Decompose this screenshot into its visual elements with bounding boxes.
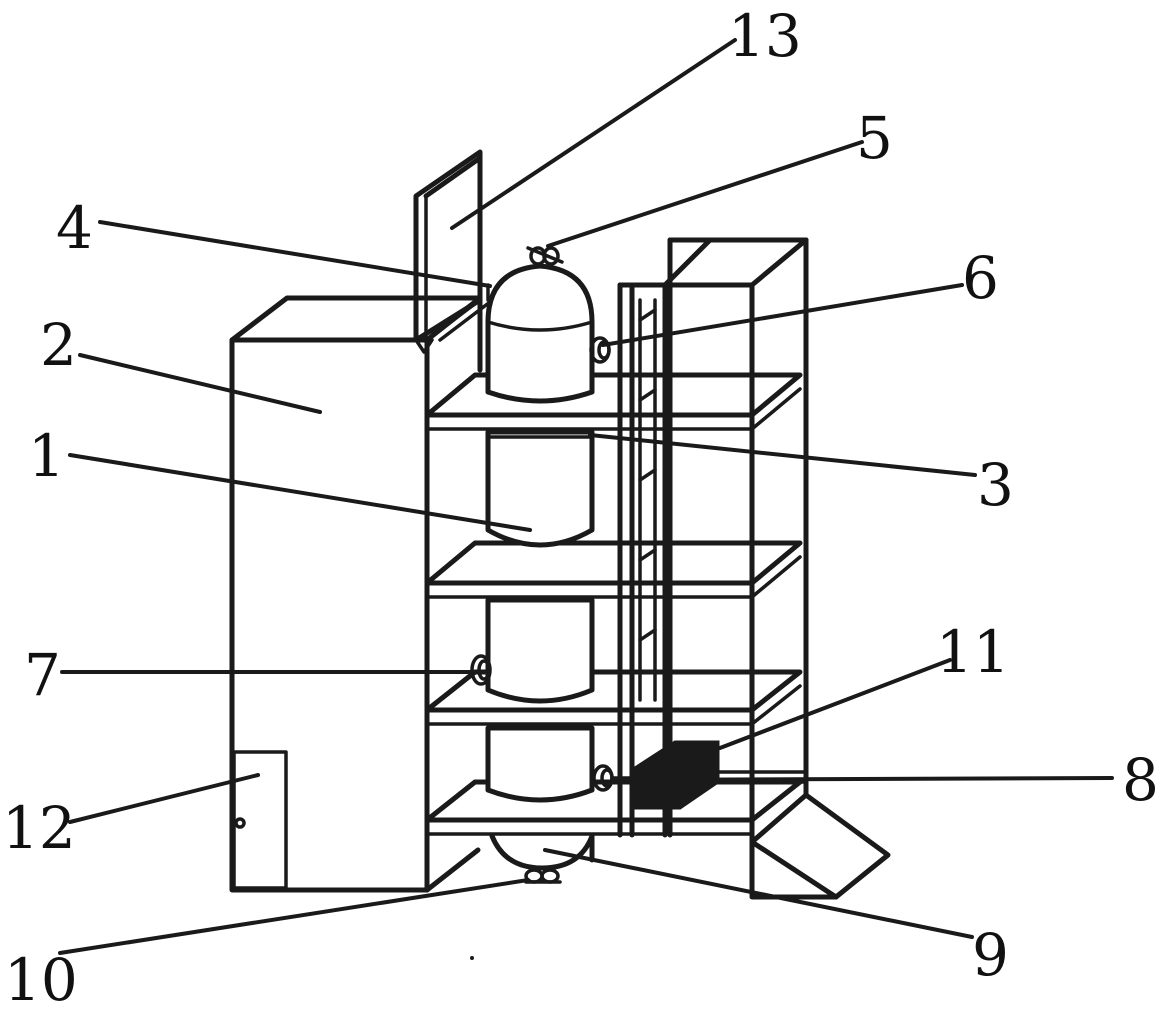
label-13: 13	[728, 2, 802, 70]
label-4: 4	[56, 194, 93, 262]
label-10: 10	[4, 946, 78, 1009]
bottom-tank	[488, 728, 592, 800]
lower-tank	[488, 600, 592, 701]
valve-top	[528, 248, 562, 264]
valve-side-lower	[594, 766, 612, 790]
label-8: 8	[1122, 746, 1159, 814]
top-tank	[427, 266, 592, 401]
label-1: 1	[28, 422, 65, 490]
cabinet	[232, 298, 480, 890]
middle-tank	[488, 432, 592, 545]
label-7: 7	[24, 641, 61, 709]
valve-bottom	[526, 870, 560, 882]
stray-dot	[470, 956, 474, 960]
discharge-chute	[752, 795, 888, 897]
label-6: 6	[962, 244, 999, 312]
label-5: 5	[856, 104, 893, 172]
cabinet-door	[234, 752, 286, 888]
label-11: 11	[936, 618, 1010, 686]
label-2: 2	[40, 311, 77, 379]
label-12: 12	[2, 794, 76, 862]
bottom-hopper	[492, 836, 592, 868]
label-9: 9	[972, 921, 1009, 989]
label-3: 3	[977, 451, 1014, 519]
